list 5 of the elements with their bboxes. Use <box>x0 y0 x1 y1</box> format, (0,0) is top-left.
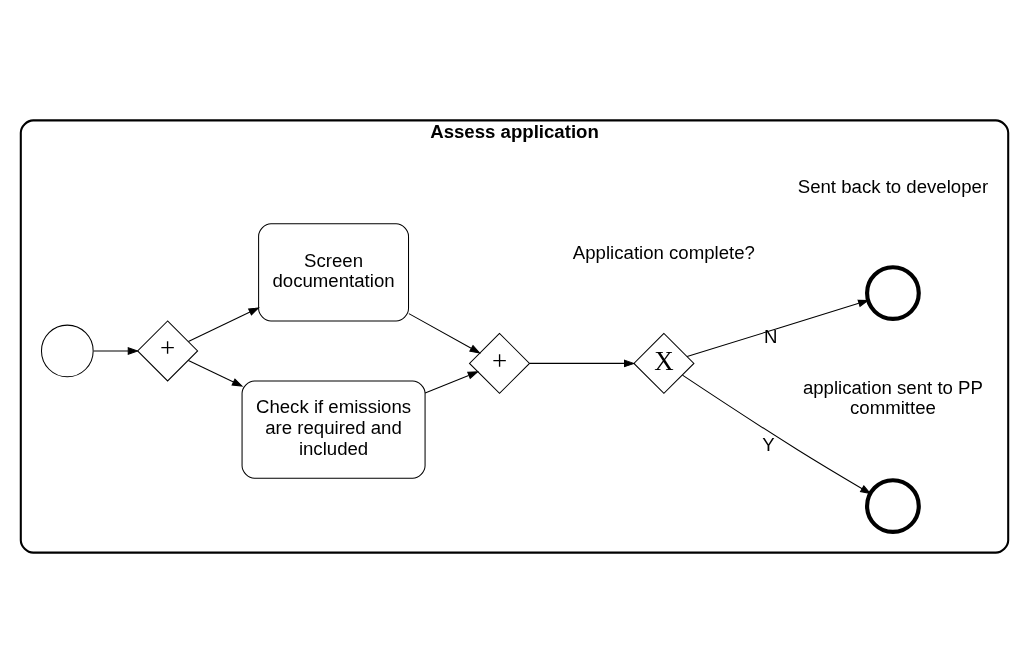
edge-label: N <box>764 325 778 347</box>
node-label: application sent to PP committee <box>802 376 983 418</box>
node-label: Sent back to developer <box>797 175 989 197</box>
node-label: Application complete? <box>572 241 755 263</box>
edge-label: Y <box>762 433 775 455</box>
